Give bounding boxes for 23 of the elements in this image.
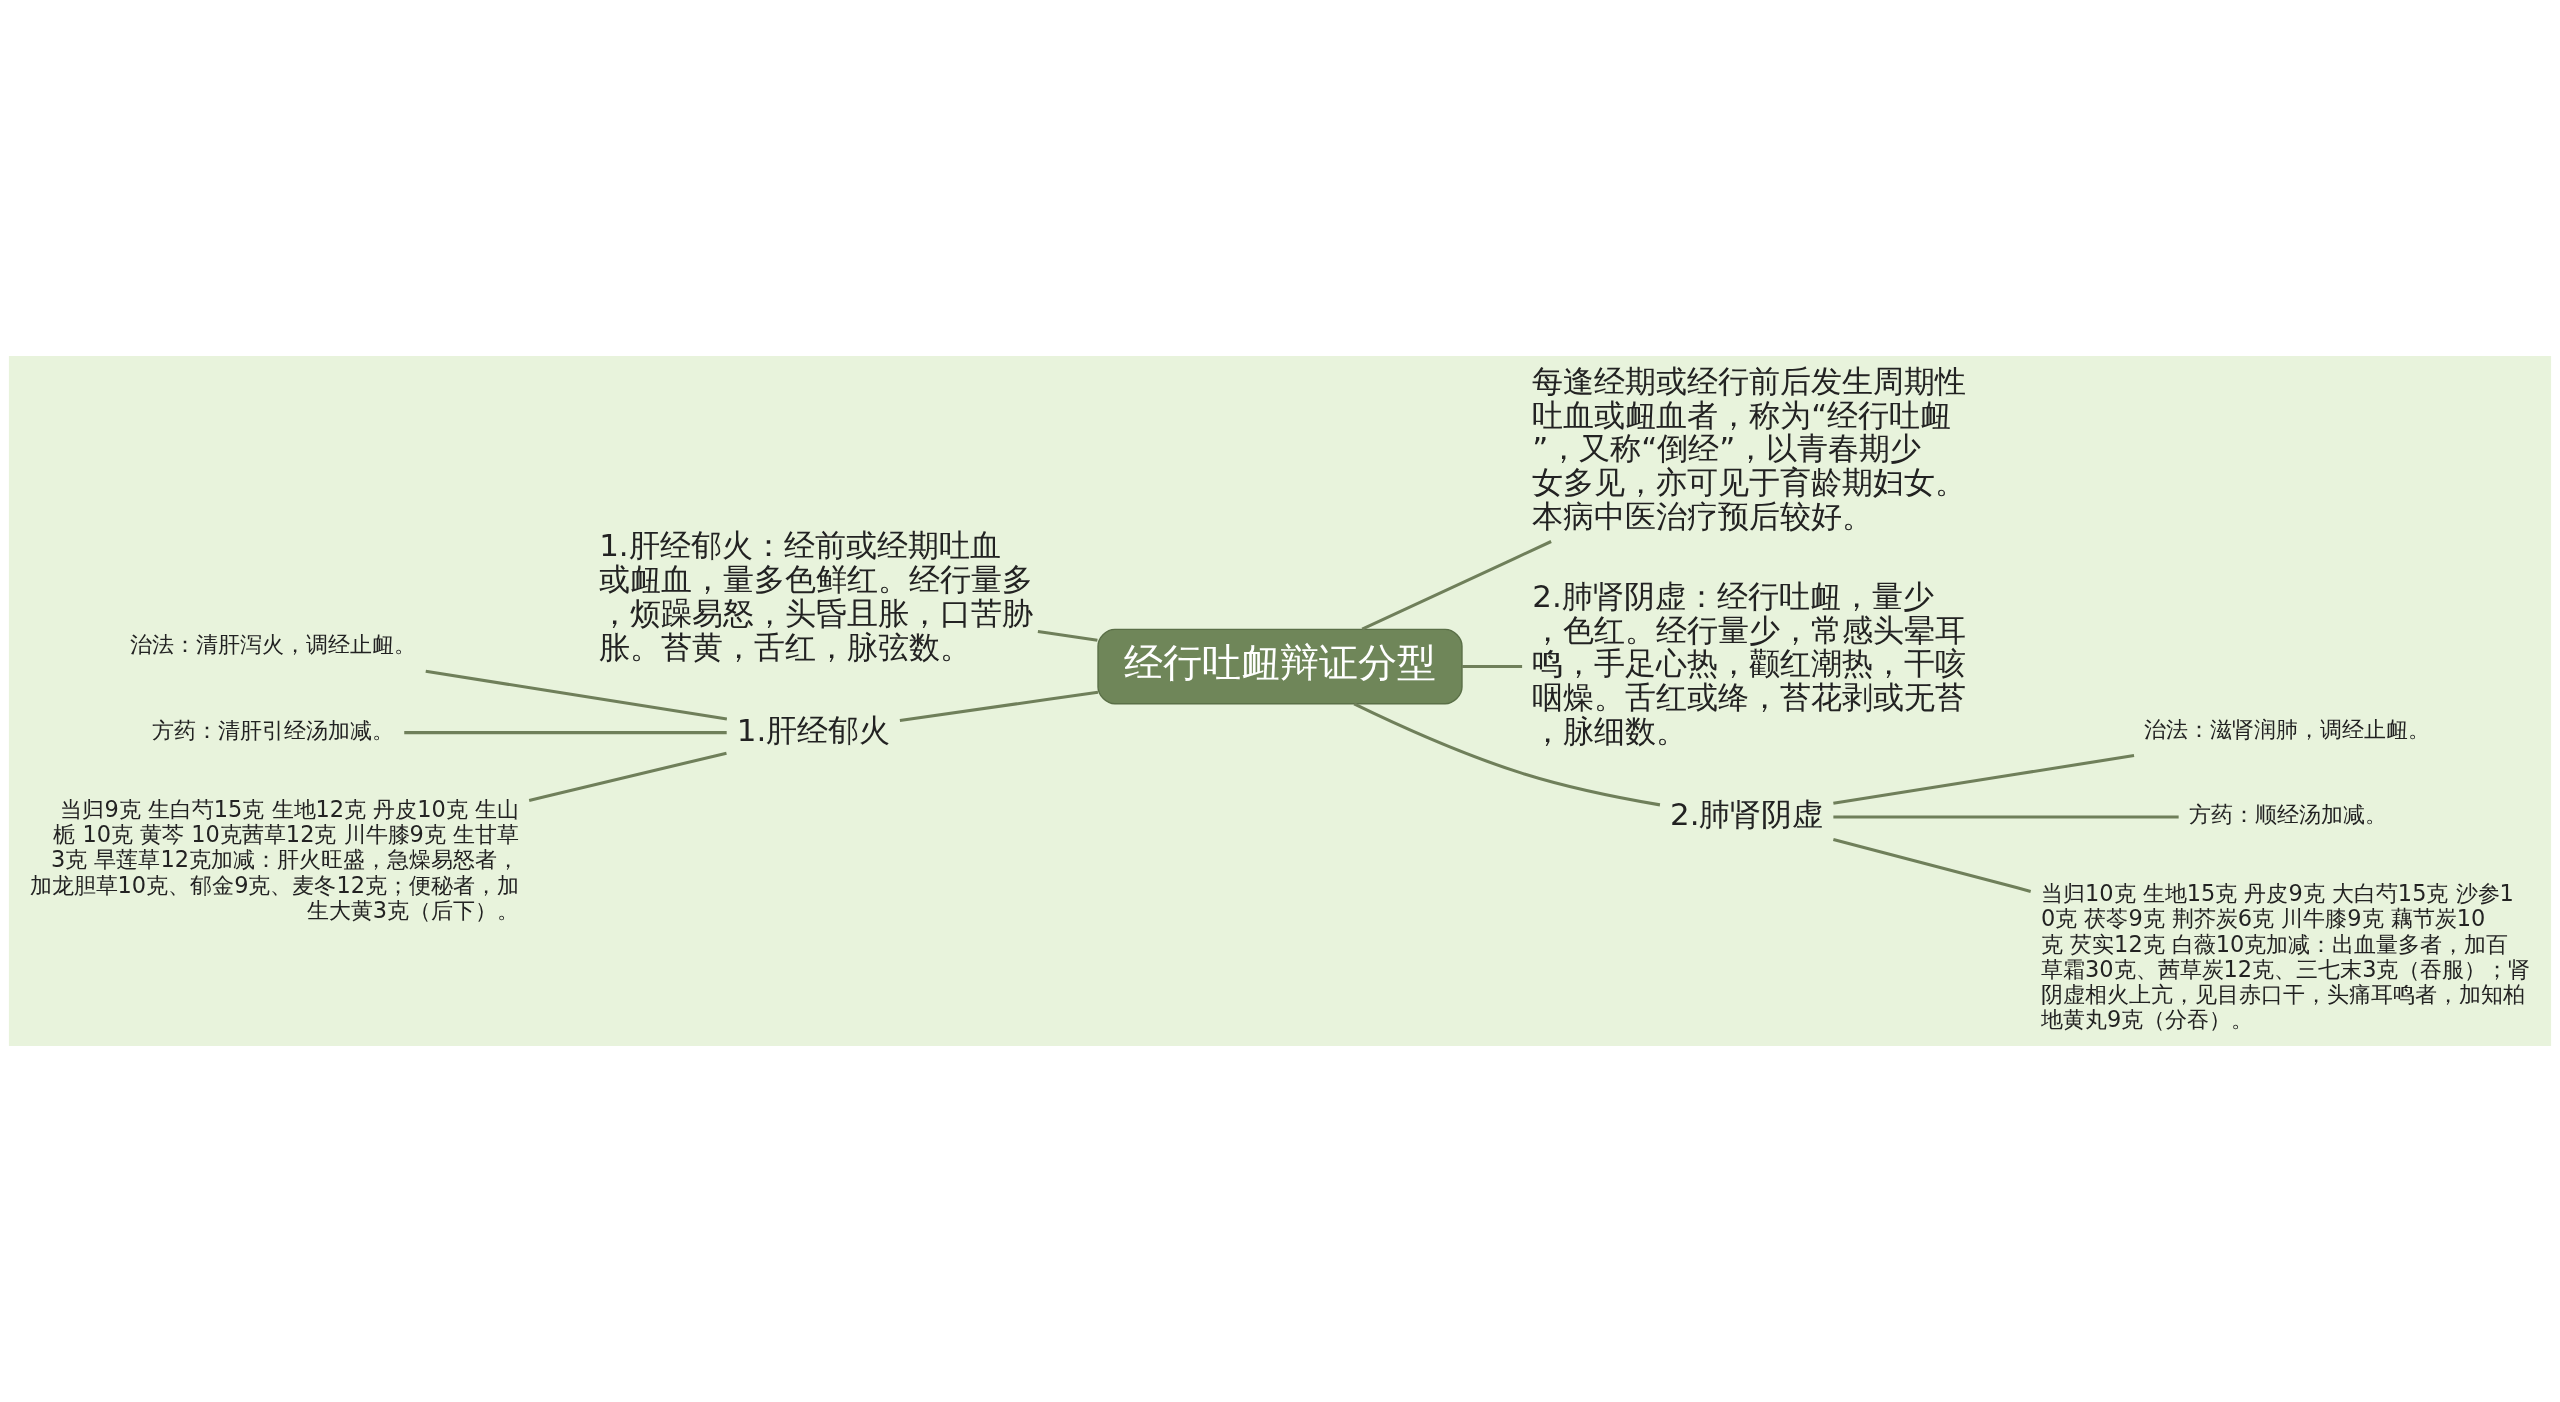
node-text: 方药：顺经汤加减。 (2188, 801, 2387, 828)
node-text: 当归10克 生地15克 丹皮9克 大白芍15克 沙参10克 茯苓9克 荆芥炭6克 川牛膝9克 藕节炭10克 芡实12克 白薇10克加减：出血量多者，加百草霜30克、茜草炭12克、三七末3克（吞服）；肾阴虚相火上亢，见目赤口干，头痛耳鸣者，加知柏地黄丸9克（分吞）。 (2040, 879, 2531, 1033)
node-text: 2.肺肾阴虚：经行吐衄，量少，色红。经行量少，常感头晕耳鸣，手足心热，颧红潮热，干咳咽燥。舌红或绛，苔花剥或无苔，脉细数。 (1532, 577, 1967, 749)
connector (404, 731, 727, 735)
connector (1462, 665, 1523, 669)
connector (1833, 815, 2179, 819)
node-text: 2.肺肾阴虚 (1669, 795, 1824, 832)
node-text: 1.肝经郁火 (736, 711, 891, 748)
connector (1833, 754, 2135, 805)
node-text: 1.肝经郁火：经前或经期吐血或衄血，量多色鲜红。经行量多，烦躁易怒，头昏且胀，口苦胁胀。苔黄，舌红，脉弦数。 (599, 527, 1034, 665)
connector (528, 751, 727, 802)
connector (1353, 702, 1661, 807)
connector (1832, 837, 2032, 893)
connector (1037, 630, 1098, 642)
node-text: 治法：清肝泻火，调经止衄。 (129, 631, 416, 658)
node-text: 每逢经期或经行前后发生周期性吐血或衄血者，称为“经行吐衄”，又称“倒经”，以青春期少女多见，亦可见于育龄期妇女。本病中医治疗预后较好。 (1532, 362, 1967, 534)
node-text: 治法：滋肾润肺，调经止衄。 (2144, 715, 2431, 742)
node-text: 当归9克 生白芍15克 生地12克 丹皮10克 生山栀 10克 黄芩 10克茜草12克 川牛膝9克 生甘草3克 旱莲草12克加减：肝火旺盛，急燥易怒者，加龙胆草10克、郁金9克、麦冬12克；便秘者，加生大黄3克（后下）。 (29, 795, 520, 923)
connector (899, 690, 1099, 723)
node-box: 经行吐衄辩证分型 (1097, 628, 1463, 705)
connector (1361, 540, 1552, 631)
node-text: 方药：清肝引经汤加减。 (151, 716, 394, 743)
connector (425, 669, 728, 721)
